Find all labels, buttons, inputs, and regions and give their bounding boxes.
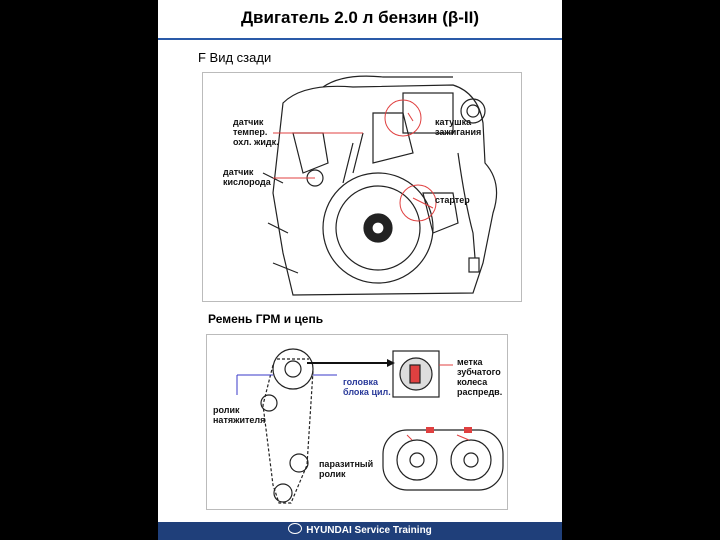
ignition-coil-label: катушка зажигания bbox=[435, 117, 482, 137]
title-bar: Двигатель 2.0 л бензин (β-II) bbox=[158, 0, 562, 40]
slide: Двигатель 2.0 л бензин (β-II) F Вид сзад… bbox=[158, 0, 562, 540]
footer-bar: HYUNDAI Service Training bbox=[158, 522, 562, 540]
title-underline bbox=[158, 38, 562, 40]
section-title-timing: Ремень ГРМ и цепь bbox=[208, 312, 324, 326]
cylinder-head-label: головка блока цил. bbox=[343, 377, 391, 397]
footer-brand: HYUNDAI bbox=[306, 525, 352, 536]
page-title: Двигатель 2.0 л бензин (β-II) bbox=[240, 8, 480, 27]
timing-belt-drawing bbox=[236, 348, 504, 504]
hyundai-logo-icon bbox=[288, 523, 303, 534]
idler-pulley-label: паразитный ролик bbox=[319, 459, 374, 479]
tensioner-pulley-label: ролик натяжителя bbox=[213, 405, 266, 425]
timing-mark-label: метка зубчатого колеса распредв. bbox=[457, 357, 503, 397]
coolant-temp-sensor-label: датчик темпер. охл. жидк. bbox=[233, 117, 279, 147]
timing-belt-figure: головка блока цил. ролик натяжителя пара… bbox=[206, 334, 508, 510]
engine-drawing bbox=[262, 75, 498, 296]
engine-rear-view-figure: датчик темпер. охл. жидк. датчик кислоро… bbox=[202, 72, 522, 302]
oxygen-sensor-label: датчик кислорода bbox=[223, 167, 271, 187]
starter-label: стартер bbox=[435, 195, 470, 205]
subtitle: F Вид сзади bbox=[198, 50, 272, 65]
footer-text: Service Training bbox=[354, 525, 432, 536]
